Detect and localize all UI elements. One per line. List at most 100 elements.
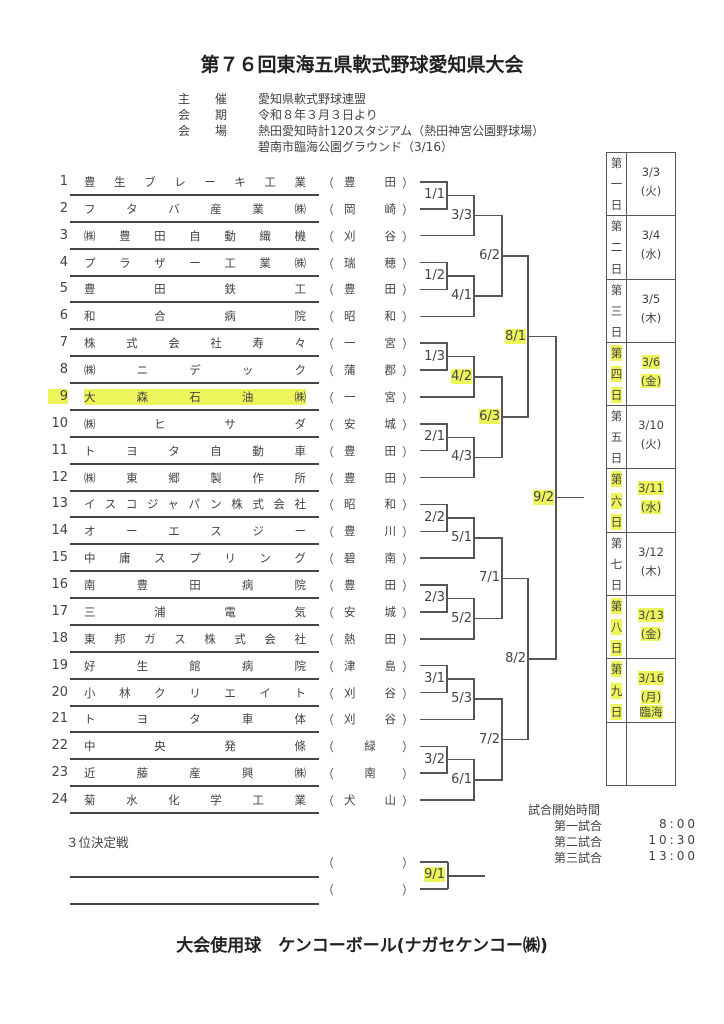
schedule-day-char: 日 — [610, 513, 623, 530]
team-underline — [70, 731, 319, 734]
match-label-text: 2/1 — [424, 429, 445, 445]
team-underline — [70, 516, 319, 519]
paren-open: （ — [322, 686, 335, 701]
paren-open: （ — [322, 525, 335, 540]
bracket-line — [502, 738, 529, 741]
team-underline — [70, 758, 319, 761]
weekday: (水) — [640, 247, 662, 262]
paren-open: （ — [322, 337, 335, 352]
schedule-weekday: (木) — [627, 562, 675, 581]
schedule-day: 第四日 — [607, 342, 627, 406]
team-name: プラザー工業㈱ — [84, 255, 306, 270]
info-label: 主 — [178, 92, 191, 106]
paren-open: （ — [322, 632, 335, 647]
paren-close: ） — [402, 390, 415, 405]
team-name: 株式会社寿々 — [84, 336, 306, 351]
start-time-label: 第二試合 — [554, 835, 603, 849]
team-city: 豊川 — [344, 524, 396, 539]
bracket-line — [528, 335, 557, 338]
schedule-day-char: 日 — [610, 578, 623, 593]
schedule-date-text: 3/4 — [627, 226, 675, 245]
schedule-weekday: (金) — [627, 625, 675, 644]
schedule-date: 3/13(金) — [627, 596, 675, 658]
schedule-day-char: 第 — [610, 661, 623, 678]
schedule-weekday: (火) — [627, 182, 675, 201]
team-number: 6 — [59, 308, 68, 324]
paren-close: ） — [402, 256, 415, 271]
bracket-line — [420, 664, 448, 667]
bracket-line — [447, 875, 485, 877]
team-underline — [70, 220, 319, 223]
team-name: 小林クリエイト — [84, 685, 306, 700]
team-underline — [70, 677, 319, 680]
bracket-line — [474, 295, 503, 297]
match-label: 8/2 — [505, 651, 526, 667]
bracket-line — [502, 577, 529, 580]
match-label: 2/2 — [424, 510, 445, 526]
info-label: 会 — [178, 124, 191, 138]
match-label-text: 5/3 — [451, 691, 472, 707]
paren-open: （ — [322, 856, 335, 870]
team-city: 瑞穂 — [344, 255, 396, 270]
bracket-line — [420, 288, 448, 291]
bracket-line — [420, 745, 448, 748]
match-label-text: 7/1 — [479, 570, 500, 586]
match-label-text: 3/1 — [424, 671, 445, 687]
schedule-day: 第二日 — [607, 216, 627, 279]
schedule-day: 第五日 — [607, 406, 627, 469]
schedule-date-text: 3/13 — [627, 606, 675, 625]
match-label: 6/3 — [479, 409, 500, 425]
team-number: 20 — [51, 684, 68, 700]
schedule-date: 3/3(火) — [627, 153, 675, 215]
paren-close: ） — [402, 686, 415, 701]
paren-open: （ — [322, 256, 335, 271]
match-label-text: 1/3 — [424, 348, 445, 364]
start-times-title: 試合開始時間 — [528, 803, 601, 817]
team-city: 蒲郡 — [344, 363, 396, 378]
team-city: 一宮 — [344, 389, 396, 404]
bracket-line — [502, 255, 529, 257]
bracket-line — [447, 517, 475, 519]
match-label: 7/2 — [479, 732, 500, 748]
info-value: 碧南市臨海公園グラウンド（3/16） — [258, 140, 453, 154]
match-label-text: 8/1 — [505, 328, 526, 344]
date: 3/4 — [641, 228, 661, 243]
schedule-day-char: 第 — [610, 471, 623, 488]
team-underline — [70, 623, 319, 626]
team-underline — [70, 382, 319, 385]
team-underline — [70, 543, 319, 546]
team-number: 9 — [48, 388, 68, 404]
schedule-day-char: 一 — [610, 177, 623, 192]
weekday: (木) — [640, 563, 662, 578]
paren-open: （ — [322, 310, 335, 325]
team-underline — [70, 597, 319, 600]
team-name: オーエスジー — [84, 524, 306, 539]
schedule-date-text: 3/3 — [627, 163, 675, 182]
schedule-day-char: 第 — [610, 344, 623, 361]
schedule-day-char: 第 — [610, 598, 623, 615]
start-time-value: 13:00 — [648, 849, 698, 863]
schedule-weekday: (火) — [627, 435, 675, 454]
schedule-day-char: 四 — [610, 366, 623, 383]
bracket-line — [420, 423, 448, 425]
team-number: 1 — [59, 174, 68, 189]
team-underline — [70, 785, 319, 788]
paren-open: （ — [322, 444, 335, 459]
date: 3/11 — [638, 481, 664, 496]
bracket-line — [474, 537, 503, 539]
team-underline — [70, 194, 319, 196]
weekday: (月) — [640, 690, 662, 705]
team-name: ㈱東郷製作所 — [84, 470, 306, 485]
match-label: 5/3 — [451, 691, 472, 707]
bracket-line — [447, 678, 475, 680]
match-label: 1/3 — [424, 349, 445, 365]
page-title: 第７６回東海五県軟式野球愛知県大会 — [200, 54, 524, 76]
schedule-day — [607, 722, 627, 785]
bracket-line — [420, 888, 448, 890]
match-label: 3/1 — [424, 671, 445, 687]
paren-close: ） — [402, 659, 415, 674]
paren-close: ） — [402, 444, 415, 459]
team-underline — [70, 247, 319, 250]
paren-open: （ — [322, 883, 335, 897]
